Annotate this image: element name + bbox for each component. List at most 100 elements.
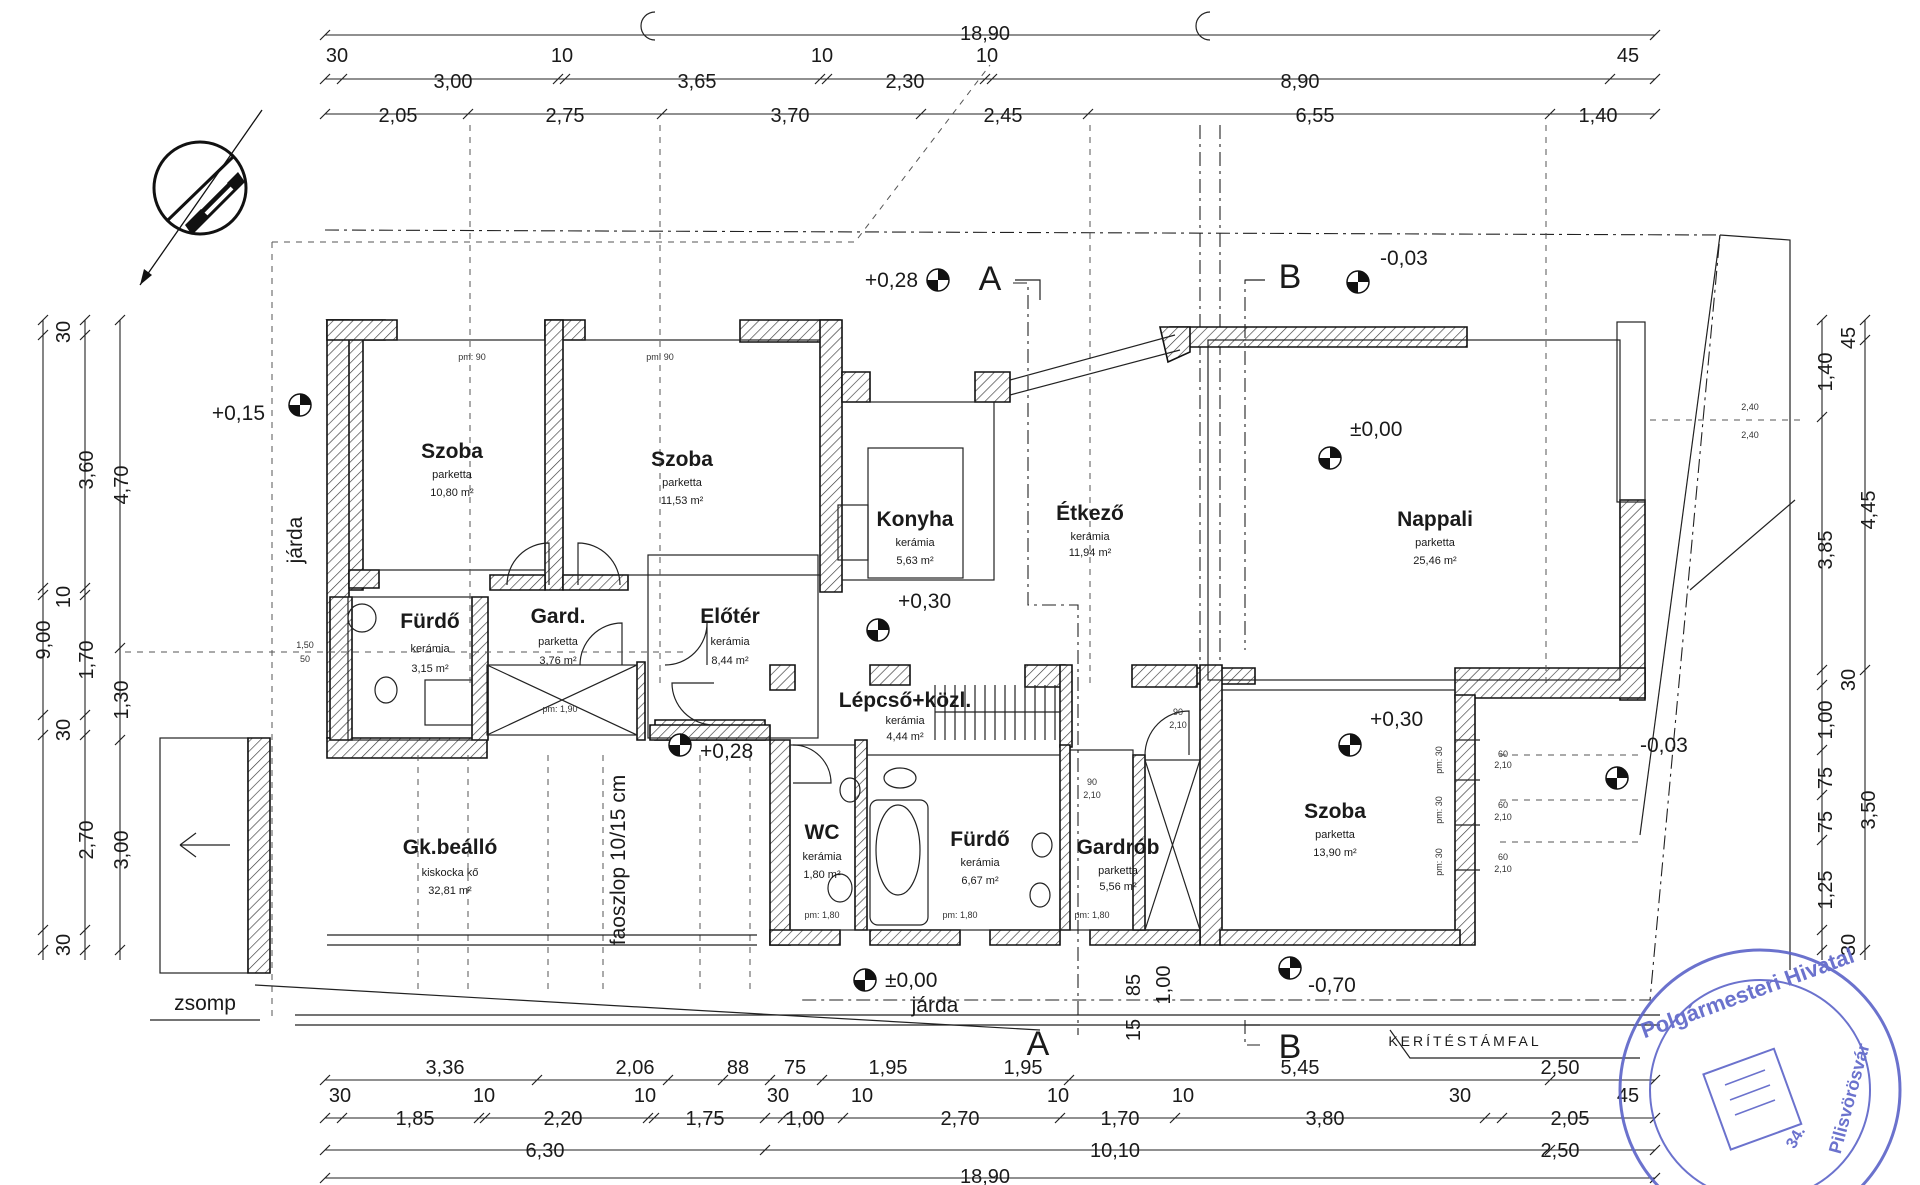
misc-labels: járda járda faoszlop 10/15 cm zsomp KERÍ… bbox=[150, 352, 1759, 1049]
room-area: 8,44 m² bbox=[711, 655, 749, 667]
room-material: kerámia bbox=[895, 537, 935, 549]
room-material: kiskocka kő bbox=[422, 867, 479, 879]
level-text: -0,70 bbox=[1308, 974, 1356, 997]
dim-right-inner: 1,40 bbox=[1815, 353, 1837, 392]
dim-bottom-row3: 2,05 bbox=[1551, 1108, 1590, 1130]
dim-note-15: 15 bbox=[1123, 1019, 1145, 1041]
north-arrow-icon bbox=[139, 109, 263, 286]
dim-bottom-row2: 30 bbox=[1449, 1085, 1471, 1107]
dim-note: 2,40 bbox=[1741, 402, 1759, 412]
dim-bottom-row4: 6,30 bbox=[526, 1140, 565, 1162]
dim-bottom-row1: 2,06 bbox=[616, 1057, 655, 1079]
dim-note: 2,10 bbox=[1494, 812, 1512, 822]
room-material: parketta bbox=[1415, 537, 1456, 549]
room-name: Szoba bbox=[421, 440, 483, 463]
room-etkezo: Étkező kerámia 11,94 m² bbox=[1056, 502, 1124, 559]
dim-bottom-row2: 45 bbox=[1617, 1085, 1639, 1107]
dim-top-row3: 1,40 bbox=[1579, 105, 1618, 127]
dim-right-inner: 30 bbox=[1838, 669, 1860, 691]
dim-note: 60 bbox=[1498, 852, 1508, 862]
level-marker: +0,30 bbox=[1338, 708, 1423, 757]
room-name: Gk.beálló bbox=[403, 836, 498, 859]
pm-label: pm: 1,80 bbox=[1074, 910, 1109, 920]
section-markers: A B A B bbox=[979, 258, 1302, 1066]
right-dimensions: 1,40 3,85 30 1,00 75 75 1,25 30 45 4,45 … bbox=[1815, 314, 1880, 960]
room-nappali: Nappali parketta 25,46 m² bbox=[1397, 508, 1473, 567]
room-material: kerámia bbox=[960, 857, 1000, 869]
dim-bottom-row2: 10 bbox=[1172, 1085, 1194, 1107]
room-name: Lépcső+közl. bbox=[839, 689, 971, 712]
room-name: Előtér bbox=[700, 605, 760, 628]
room-name: Étkező bbox=[1056, 502, 1124, 525]
dim-note: 90 bbox=[1087, 777, 1097, 787]
pm-label: pm: 30 bbox=[1434, 796, 1444, 824]
dim-bottom-row1: 5,45 bbox=[1281, 1057, 1320, 1079]
room-szoba-2: Szoba parketta 11,53 m² bbox=[651, 448, 713, 507]
level-marker: +0,15 bbox=[212, 393, 312, 425]
level-marker: ±0,00 bbox=[1318, 418, 1402, 470]
room-furdo-1: Fürdő kerámia 3,15 m² bbox=[400, 610, 459, 675]
pm-label: pm: 90 bbox=[646, 352, 674, 362]
dim-left-outer: 3,60 bbox=[76, 451, 98, 490]
top-dimensions: 18,90 30 10 10 10 45 3,00 3,65 2,30 8,90… bbox=[319, 11, 1661, 127]
level-text: +0,15 bbox=[212, 402, 265, 425]
room-material: kerámia bbox=[710, 636, 750, 648]
dim-bottom-row3: 2,20 bbox=[544, 1108, 583, 1130]
room-szoba-3: Szoba parketta 13,90 m² bbox=[1304, 800, 1366, 859]
left-dimensions: 30 3,60 10 1,70 30 2,70 30 4,70 1,30 3,0… bbox=[33, 314, 133, 960]
zsomp-label: zsomp bbox=[174, 992, 236, 1015]
level-marker: -0,03 bbox=[1346, 247, 1428, 294]
dim-note: 2,10 bbox=[1494, 864, 1512, 874]
dim-bottom-row2: 10 bbox=[851, 1085, 873, 1107]
level-marker: +0,28 bbox=[668, 733, 753, 763]
dim-note: 2,40 bbox=[1741, 430, 1759, 440]
room-area: 11,94 m² bbox=[1069, 547, 1112, 559]
dim-top-row2: 2,30 bbox=[886, 71, 925, 93]
jarda-left-label: járda bbox=[284, 516, 307, 564]
dim-bottom-row4: 2,50 bbox=[1541, 1140, 1580, 1162]
room-material: kerámia bbox=[885, 715, 925, 727]
room-material: kerámia bbox=[410, 643, 450, 655]
pm-label: pm: 1,80 bbox=[804, 910, 839, 920]
room-name: Szoba bbox=[1304, 800, 1366, 823]
room-area: 4,44 m² bbox=[886, 731, 924, 743]
dim-top-row3: 2,05 bbox=[379, 105, 418, 127]
level-text: ±0,00 bbox=[1350, 418, 1402, 441]
dim-left-outer: 30 bbox=[53, 321, 75, 343]
dim-note-85: 85 bbox=[1123, 974, 1145, 996]
level-text: -0,03 bbox=[1640, 734, 1688, 757]
room-material: parketta bbox=[538, 636, 579, 648]
room-gk-beallo: Gk.beálló kiskocka kő 32,81 m² bbox=[403, 836, 498, 897]
dim-top-row3: 3,70 bbox=[771, 105, 810, 127]
dim-right-outer: 45 bbox=[1838, 327, 1860, 349]
dim-top-row1: 10 bbox=[811, 45, 833, 67]
room-material: parketta bbox=[662, 477, 703, 489]
level-text: +0,28 bbox=[700, 740, 753, 763]
dim-right-inner: 1,00 bbox=[1815, 701, 1837, 740]
dim-left-mid: 3,00 bbox=[111, 831, 133, 870]
dim-bottom-row1: 1,95 bbox=[869, 1057, 908, 1079]
room-area: 6,67 m² bbox=[961, 875, 999, 887]
dim-bottom-row2: 30 bbox=[329, 1085, 351, 1107]
site-outline bbox=[159, 64, 1796, 1059]
dim-note: 90 bbox=[1173, 707, 1183, 717]
room-area: 11,53 m² bbox=[661, 495, 704, 507]
room-name: Nappali bbox=[1397, 508, 1473, 531]
dim-bottom-row1: 75 bbox=[784, 1057, 806, 1079]
room-konyha: Konyha kerámia 5,63 m² bbox=[876, 508, 953, 567]
level-marker: +0,30 bbox=[866, 590, 951, 642]
faoszlop-label: faoszlop 10/15 cm bbox=[607, 775, 630, 945]
pm-label: pm: 30 bbox=[1434, 746, 1444, 774]
section-a-top: A bbox=[979, 260, 1002, 298]
dim-bottom-row4: 10,10 bbox=[1090, 1140, 1140, 1162]
level-markers: +0,28 -0,03 +0,15 ±0,00 +0,30 +0,28 bbox=[212, 247, 1688, 997]
dim-left-total: 9,00 bbox=[33, 621, 55, 660]
section-a-bottom: A bbox=[1027, 1025, 1050, 1063]
dim-top-row3: 2,45 bbox=[984, 105, 1023, 127]
dim-right-outer: 3,50 bbox=[1858, 791, 1880, 830]
dim-bottom-row2: 10 bbox=[634, 1085, 656, 1107]
room-area: 25,46 m² bbox=[1413, 555, 1457, 567]
dim-bottom-row3: 1,85 bbox=[396, 1108, 435, 1130]
pm-label: pm: 1,80 bbox=[942, 910, 977, 920]
level-marker: -0,03 bbox=[1605, 734, 1688, 790]
